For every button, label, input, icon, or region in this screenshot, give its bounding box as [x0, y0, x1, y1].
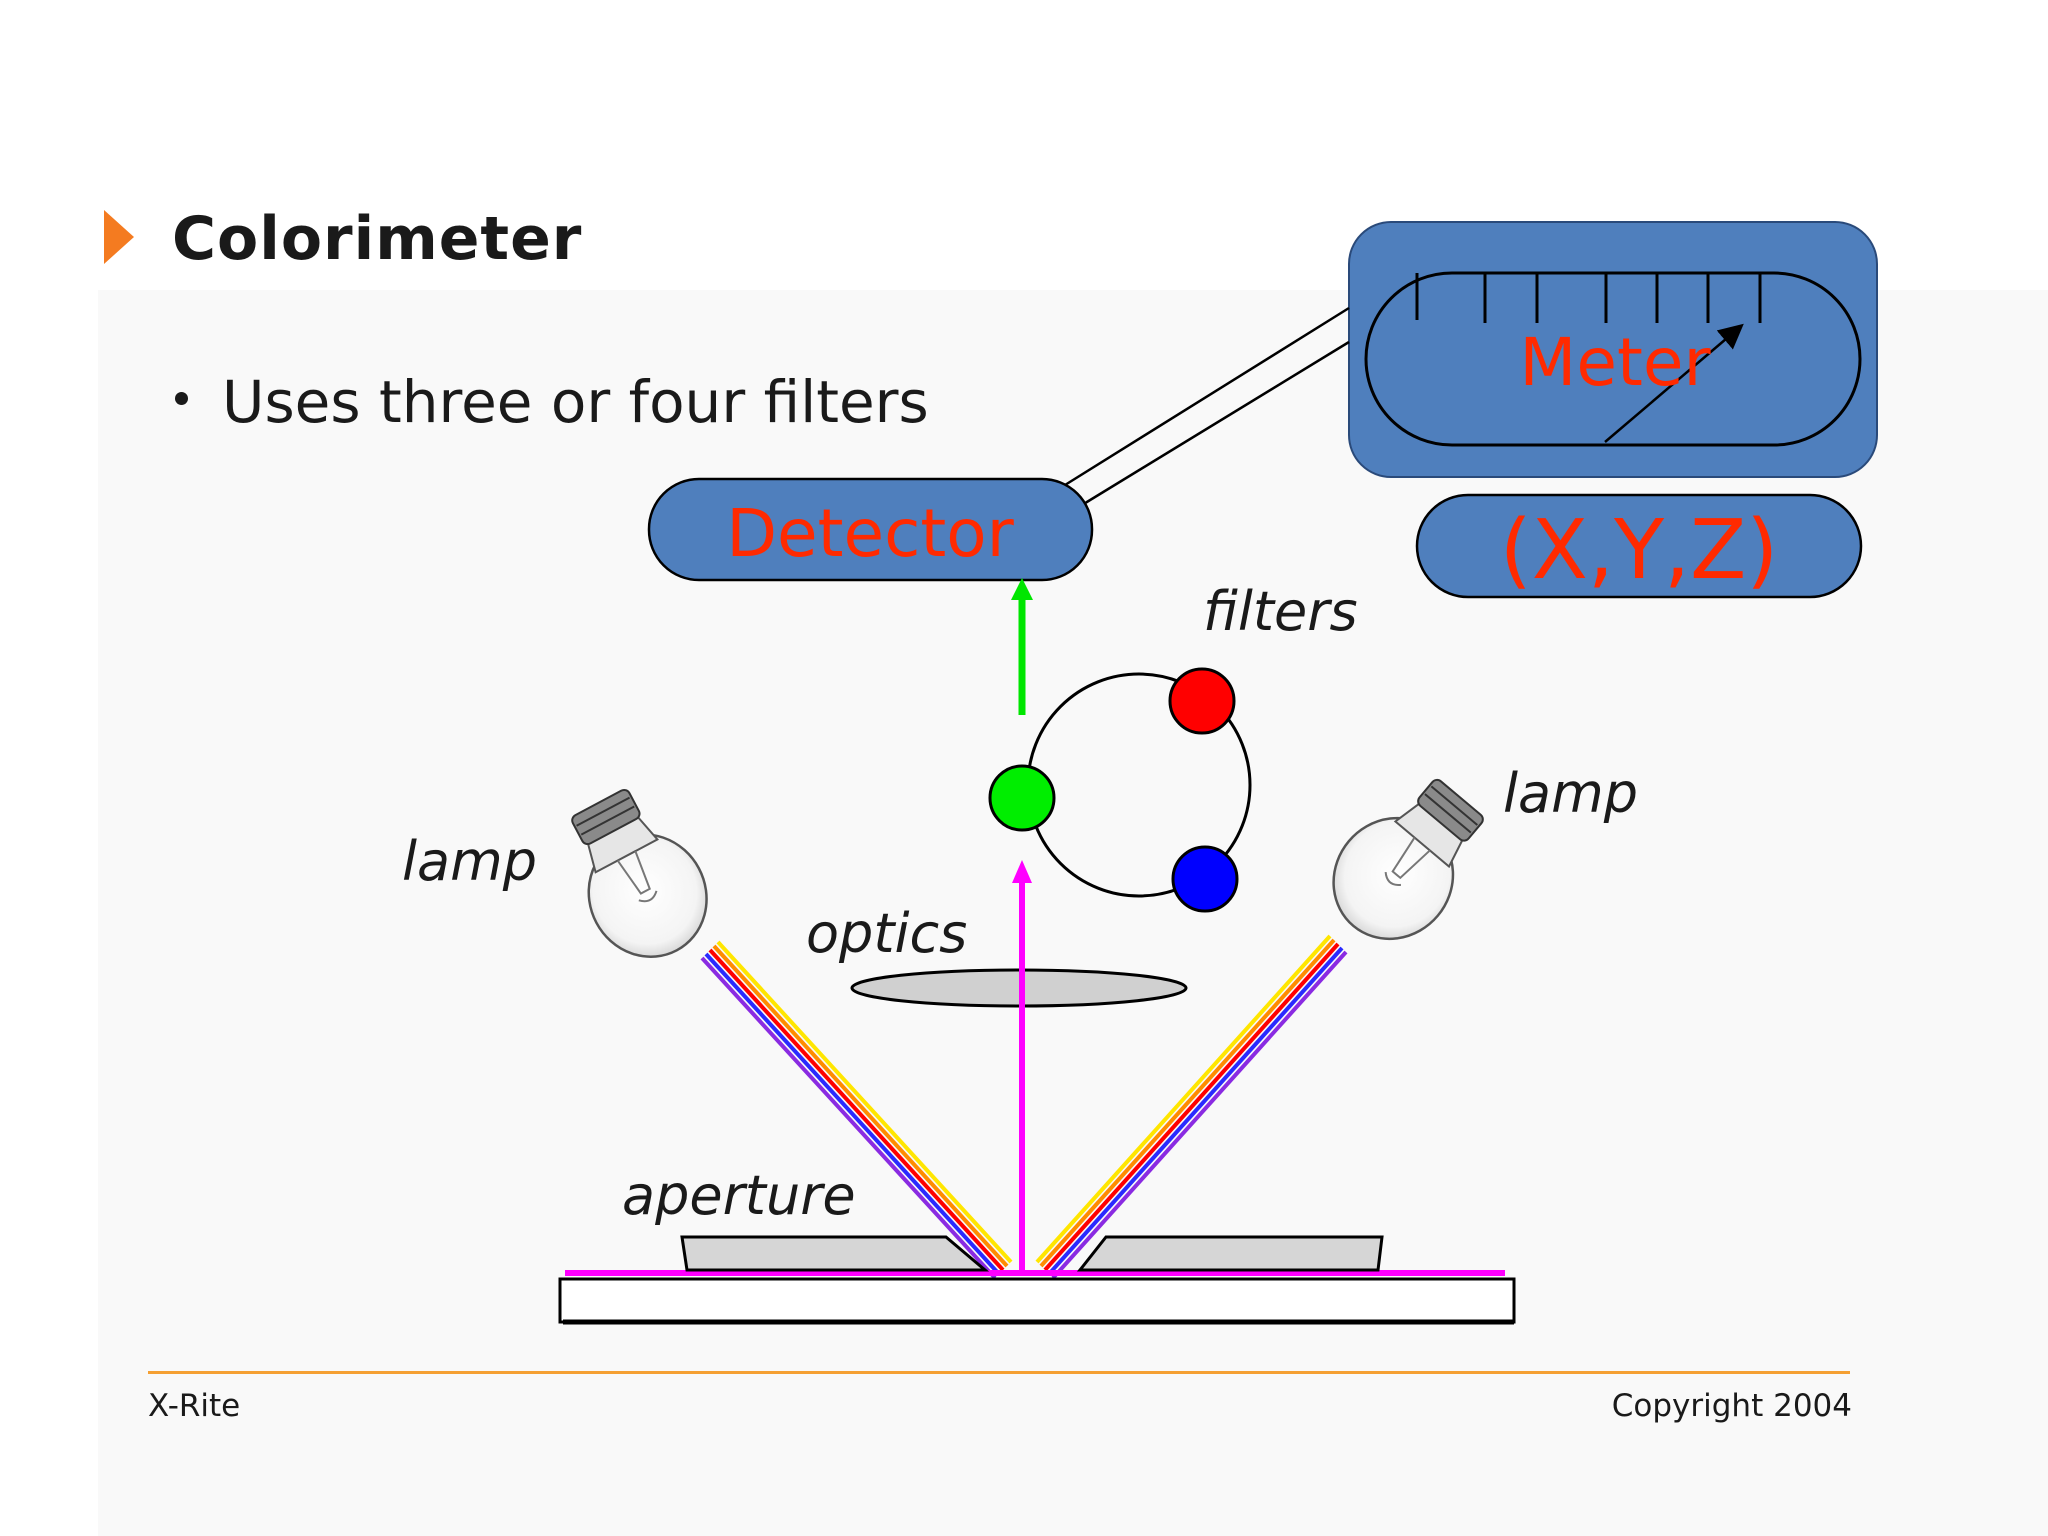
bullet-dot-icon [175, 392, 188, 405]
optics-label: optics [806, 902, 967, 965]
footer-copyright: Copyright 2004 [1611, 1388, 1852, 1424]
lamp-right-label: lamp [1503, 762, 1638, 825]
meter-dial-outline [1364, 271, 1862, 447]
detector-label: Detector [726, 495, 1014, 572]
footer-brand: X-Rite [148, 1388, 241, 1424]
green-filter-icon [988, 764, 1056, 832]
reflected-beam [1012, 860, 1032, 1272]
detector-box: Detector [647, 477, 1094, 582]
aperture-right-plate [1076, 1235, 1384, 1272]
title-arrow-icon [104, 210, 134, 264]
output-box: (X,Y,Z) [1415, 493, 1863, 599]
output-label: (X,Y,Z) [1500, 503, 1779, 598]
left-lamp-beam [700, 940, 1013, 1280]
sample-base [558, 1277, 1516, 1324]
meter-label: Meter [1519, 324, 1711, 401]
detector-meter-cable [1064, 306, 1350, 507]
meter-box: Meter [1348, 221, 1878, 478]
meter-needle-icon [1604, 323, 1744, 443]
filtered-beam [1011, 578, 1033, 715]
blue-filter-icon [1171, 845, 1239, 913]
meter-ticks [1415, 273, 1762, 323]
footer-divider [148, 1371, 1850, 1374]
bullet-text: Uses three or four filters [222, 368, 929, 436]
filters-label: filters [1203, 580, 1358, 643]
left-lamp-bulb-icon [571, 788, 708, 958]
right-lamp-beam [1035, 934, 1348, 1280]
lamp-left-label: lamp [402, 830, 537, 893]
red-filter-icon [1168, 667, 1236, 735]
right-lamp-bulb-icon [1332, 778, 1484, 941]
filter-wheel [988, 667, 1252, 913]
aperture-label: aperture [622, 1164, 856, 1227]
slide-title: Colorimeter [172, 204, 583, 274]
aperture-left-plate [680, 1235, 990, 1272]
